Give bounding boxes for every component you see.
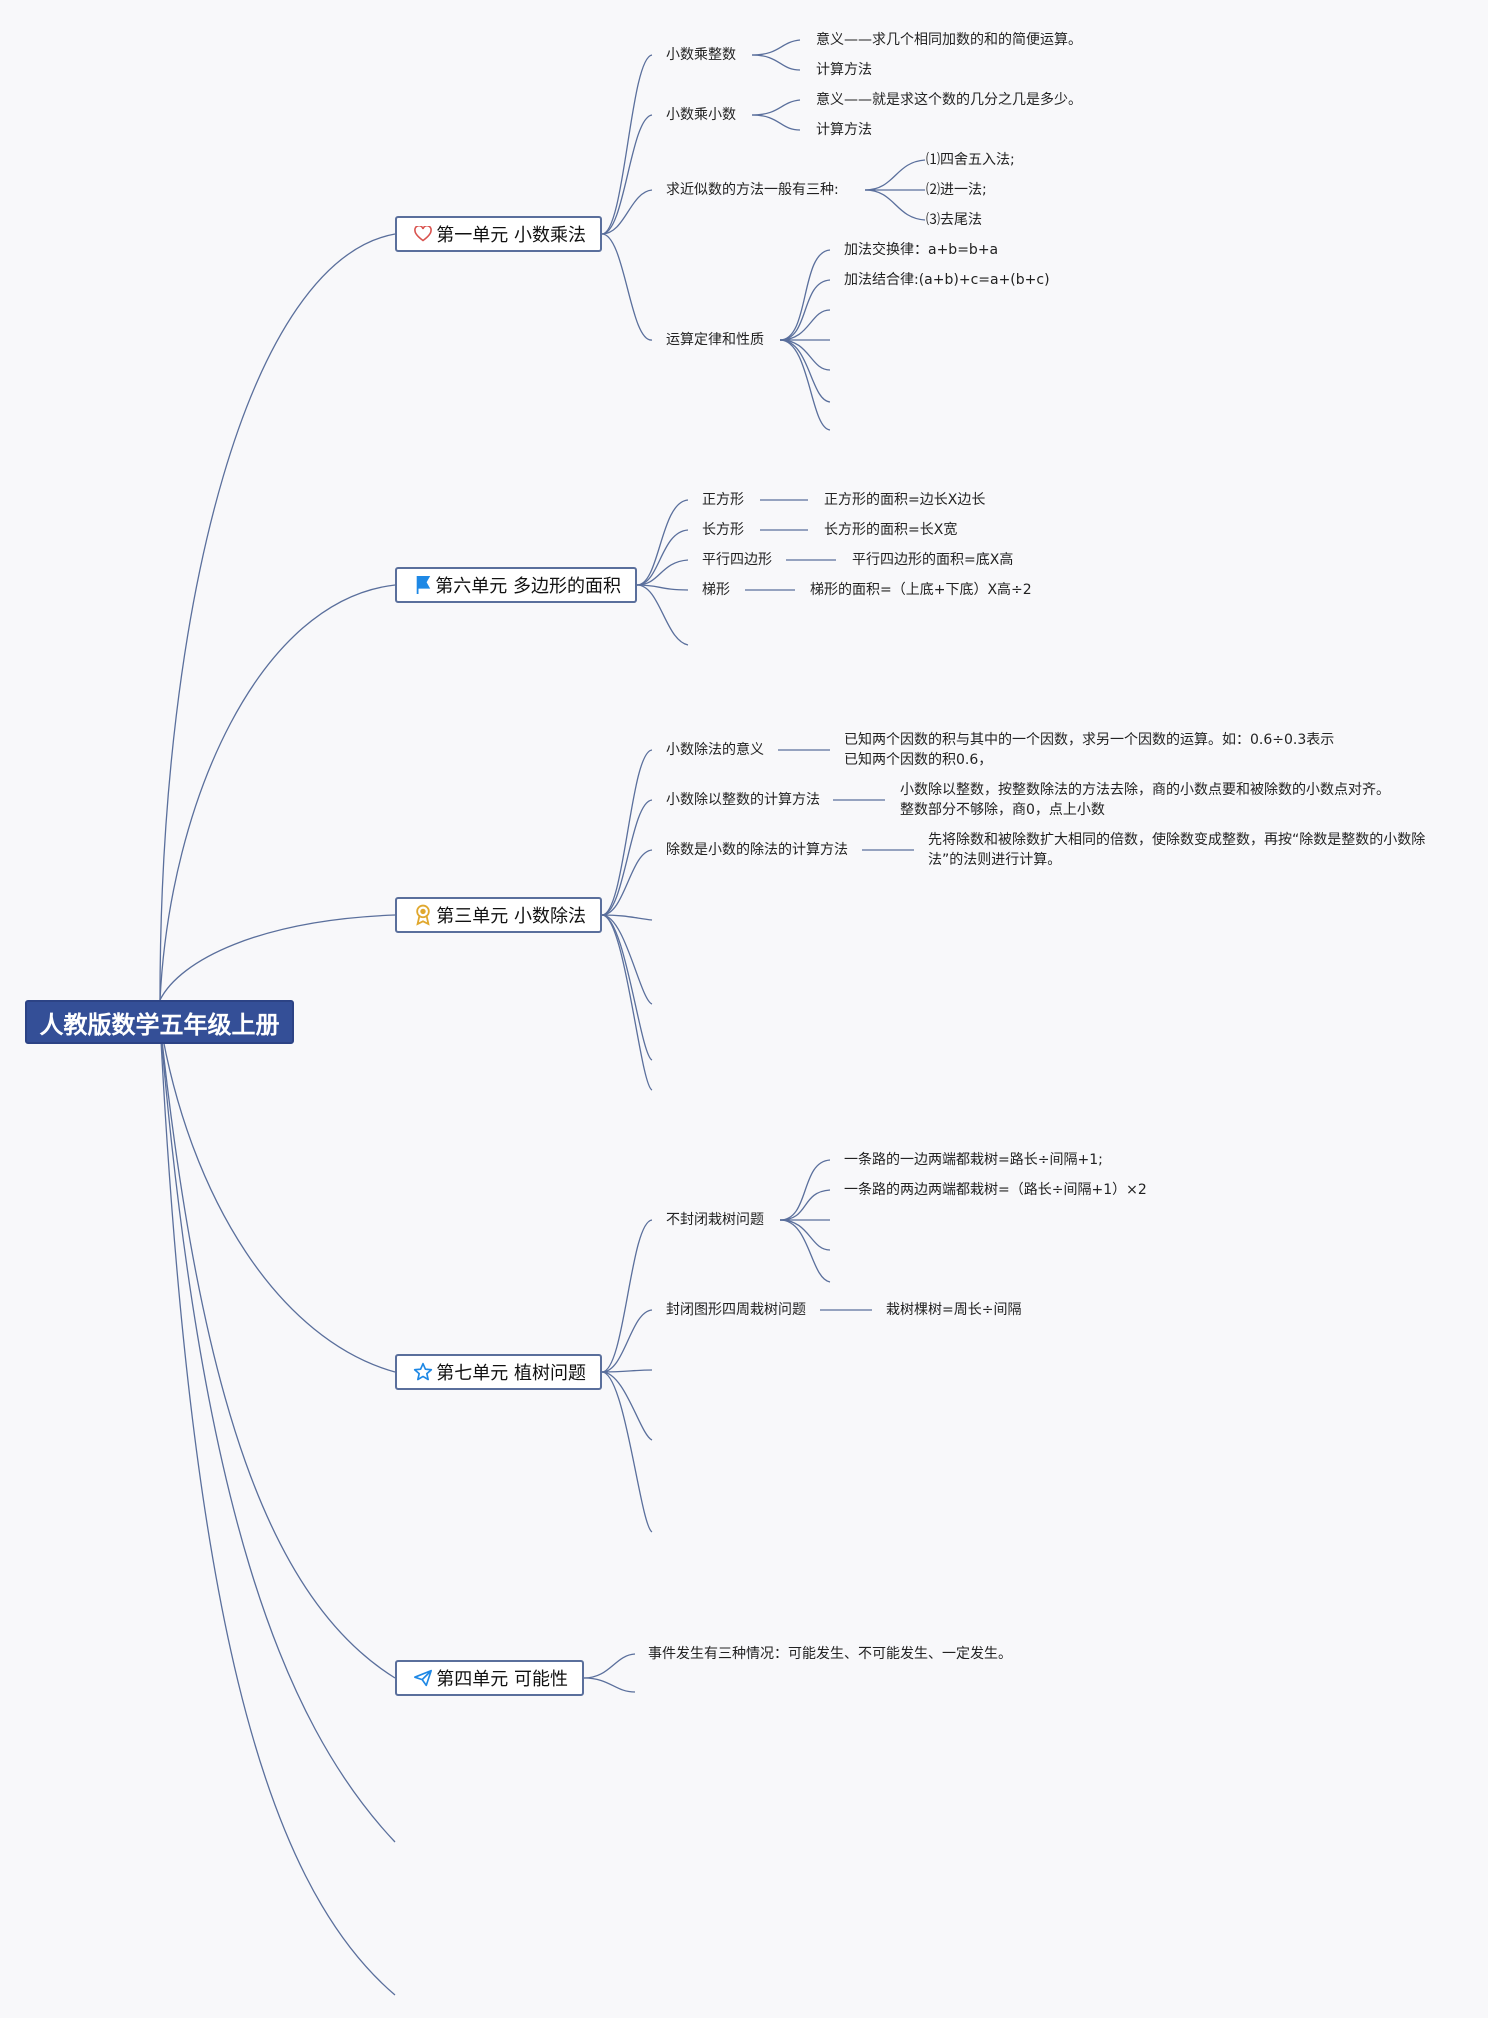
unit-1-item-3[interactable]: 求近似数的方法一般有三种:	[666, 182, 839, 198]
flag-icon	[413, 574, 432, 596]
unit-1-item-1-child-1[interactable]: 意义——求几个相同加数的和的简便运算。	[816, 32, 1082, 48]
unit-6-item-1-value[interactable]: 正方形的面积=边长X边长	[824, 492, 986, 508]
unit-4-item-1[interactable]: 事件发生有三种情况：可能发生、不可能发生、一定发生。	[648, 1646, 1012, 1662]
unit-3-item-3-value[interactable]: 先将除数和被除数扩大相同的倍数，使除数变成整数，再按“除数是整数的小数除法”的法…	[928, 832, 1426, 868]
unit-1-item-3-child-3[interactable]: ⑶去尾法	[926, 212, 982, 228]
unit-1-item-1-child-2[interactable]: 计算方法	[816, 62, 872, 78]
unit-6-item-1[interactable]: 正方形	[702, 492, 744, 508]
unit-3-item-3[interactable]: 除数是小数的除法的计算方法	[666, 842, 848, 858]
unit-1-item-2[interactable]: 小数乘小数	[666, 107, 736, 123]
unit-3-item-1[interactable]: 小数除法的意义	[666, 742, 764, 758]
unit-1-item-4-child-2[interactable]: 加法结合律:(a+b)+c=a+(b+c)	[844, 272, 1050, 288]
award-icon	[413, 904, 433, 926]
unit-7-item-1-child-1[interactable]: 一条路的一边两端都栽树=路长÷间隔+1;	[844, 1152, 1103, 1168]
unit-3-item-2-value[interactable]: 小数除以整数，按整数除法的方法去除，商的小数点要和被除数的小数点对齐。整数部分不…	[900, 782, 1390, 818]
send-icon	[413, 1667, 433, 1689]
unit-3-item-1-value[interactable]: 已知两个因数的积与其中的一个因数，求另一个因数的运算。如：0.6÷0.3表示已知…	[844, 732, 1335, 768]
unit-6-item-3-value[interactable]: 平行四边形的面积=底X高	[852, 552, 1014, 568]
unit-1-item-1[interactable]: 小数乘整数	[666, 47, 736, 63]
unit-4-topic[interactable]: 第四单元 可能性	[395, 1660, 584, 1696]
unit-1-item-3-child-1[interactable]: ⑴四舍五入法;	[926, 152, 1015, 168]
unit-3-topic[interactable]: 第三单元 小数除法	[395, 897, 602, 933]
unit-3-item-2[interactable]: 小数除以整数的计算方法	[666, 792, 820, 808]
unit-1-item-3-child-2[interactable]: ⑵进一法;	[926, 182, 987, 198]
unit-7-topic[interactable]: 第七单元 植树问题	[395, 1354, 602, 1390]
unit-6-item-4[interactable]: 梯形	[702, 582, 730, 598]
star-icon	[413, 1361, 433, 1383]
heart-icon	[413, 223, 433, 245]
unit-6-item-2[interactable]: 长方形	[702, 522, 744, 538]
unit-7-item-1[interactable]: 不封闭栽树问题	[666, 1212, 764, 1228]
unit-1-item-4-child-1[interactable]: 加法交换律：a+b=b+a	[844, 242, 999, 258]
unit-7-item-2-value[interactable]: 栽树棵树=周长÷间隔	[886, 1302, 1022, 1318]
unit-1-item-2-child-2[interactable]: 计算方法	[816, 122, 872, 138]
unit-6-topic[interactable]: 第六单元 多边形的面积	[395, 567, 637, 603]
unit-1-item-2-child-1[interactable]: 意义——就是求这个数的几分之几是多少。	[816, 92, 1082, 108]
unit-6-item-3[interactable]: 平行四边形	[702, 552, 772, 568]
unit-7-item-2[interactable]: 封闭图形四周栽树问题	[666, 1302, 806, 1318]
unit-6-item-4-value[interactable]: 梯形的面积=（上底+下底）X高÷2	[810, 582, 1032, 598]
unit-7-item-1-child-2[interactable]: 一条路的两边两端都栽树=（路长÷间隔+1）×2	[844, 1182, 1147, 1198]
unit-6-item-2-value[interactable]: 长方形的面积=长X宽	[824, 522, 958, 538]
unit-1-item-4[interactable]: 运算定律和性质	[666, 332, 764, 348]
root-topic[interactable]: 人教版数学五年级上册	[25, 1000, 294, 1044]
unit-1-topic[interactable]: 第一单元 小数乘法	[395, 216, 602, 252]
